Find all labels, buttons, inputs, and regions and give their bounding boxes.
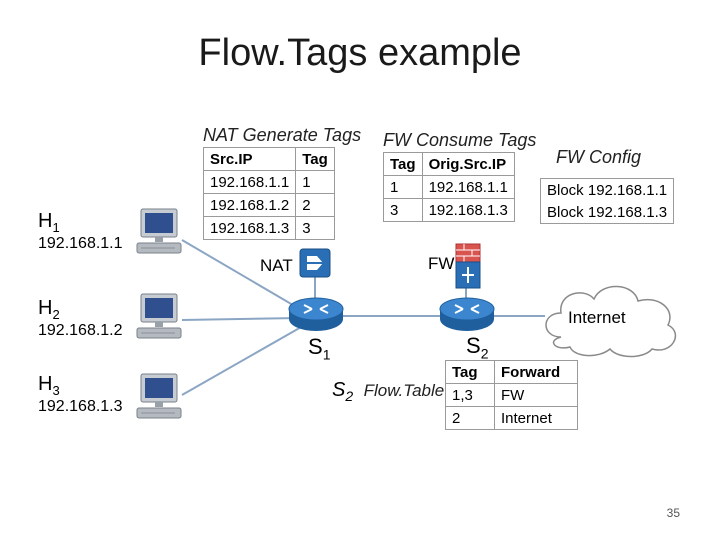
nat-label: NAT (260, 256, 293, 275)
table-cell: 2 (445, 406, 495, 430)
table-cell: 3 (383, 198, 423, 222)
host-ip: 192.168.1.3 (38, 398, 123, 415)
computer-icon (136, 373, 182, 419)
table-row: 1 192.168.1.1 (383, 175, 515, 199)
table-header-row: Src.IP Tag (202, 147, 335, 171)
nat-table-caption: NAT Generate Tags (203, 125, 362, 145)
host-ip: 192.168.1.2 (38, 322, 123, 339)
table-row: Block 192.168.1.3 (539, 201, 675, 224)
table-cell: Internet (494, 406, 578, 430)
flow-table: Tag Forward 1,3 FW 2 Internet (445, 360, 578, 430)
host-h1: H1 192.168.1.1 (38, 210, 123, 253)
host-h2: H2 192.168.1.2 (38, 297, 123, 340)
table-cell: 1,3 (445, 383, 495, 407)
host-h3: H3 192.168.1.3 (38, 373, 123, 416)
table-cell: 192.168.1.3 (421, 198, 515, 222)
link-h2-s1 (181, 317, 301, 321)
firewall-icon (455, 243, 481, 289)
table-cell: FW (494, 383, 578, 407)
table-row: 1,3 FW (445, 383, 578, 407)
host-name: H2 (38, 297, 60, 322)
table-cell: Block 192.168.1.1 (539, 178, 675, 201)
table-header-row: Tag Forward (445, 360, 578, 384)
fw-label: FW (428, 254, 455, 273)
link-h3-s1 (181, 321, 311, 396)
nat-col-tag: Tag (295, 147, 335, 171)
flow-col-tag: Tag (445, 360, 495, 384)
flow-table-caption: S2 Flow.Table (332, 379, 444, 404)
table-header-row: Tag Orig.Src.IP (383, 152, 515, 176)
table-cell: 192.168.1.2 (202, 193, 297, 217)
nat-device-icon (299, 248, 331, 278)
nat-table: Src.IP Tag 192.168.1.1 1 192.168.1.2 2 1… (202, 147, 335, 240)
table-row: 3 192.168.1.3 (383, 198, 515, 222)
internet-label: Internet (568, 308, 626, 327)
fw-consume-table: Tag Orig.Src.IP 1 192.168.1.1 3 192.168.… (383, 152, 515, 222)
link-h1-s1 (181, 239, 311, 316)
table-cell: 3 (295, 216, 335, 240)
slide-title: Flow.Tags example (198, 32, 522, 74)
switch-s1-label: S1 (308, 334, 331, 363)
host-name: H1 (38, 210, 60, 235)
table-cell: 192.168.1.3 (202, 216, 297, 240)
page-number: 35 (666, 506, 680, 520)
table-row: 192.168.1.3 3 (202, 216, 335, 240)
flow-col-forward: Forward (494, 360, 578, 384)
switch-s1-icon (288, 297, 344, 331)
flow-table-title: Flow.Table (363, 381, 445, 400)
host-name: H3 (38, 373, 60, 398)
fw-config-caption: FW Config (556, 147, 642, 167)
table-row: 2 Internet (445, 406, 578, 430)
host-ip: 192.168.1.1 (38, 235, 123, 252)
nat-col-srcip: Src.IP (202, 147, 297, 171)
switch-s2-label: S2 (466, 333, 489, 362)
table-cell: 1 (295, 170, 335, 194)
computer-icon (136, 208, 182, 254)
table-row: Block 192.168.1.1 (539, 178, 675, 201)
fw-col-origsrcip: Orig.Src.IP (421, 152, 515, 176)
internet-cloud-icon (545, 285, 676, 358)
table-cell: 2 (295, 193, 335, 217)
table-row: 192.168.1.1 1 (202, 170, 335, 194)
table-cell: Block 192.168.1.3 (539, 201, 675, 224)
fw-col-tag: Tag (383, 152, 423, 176)
switch-s2-icon (439, 297, 495, 331)
fw-table-caption: FW Consume Tags (383, 130, 537, 150)
table-cell: 192.168.1.1 (202, 170, 297, 194)
computer-icon (136, 293, 182, 339)
table-cell: 1 (383, 175, 423, 199)
fw-config-table: Block 192.168.1.1 Block 192.168.1.3 (539, 178, 675, 224)
flow-table-switch: S2 (332, 379, 354, 404)
table-cell: 192.168.1.1 (421, 175, 515, 199)
table-row: 192.168.1.2 2 (202, 193, 335, 217)
